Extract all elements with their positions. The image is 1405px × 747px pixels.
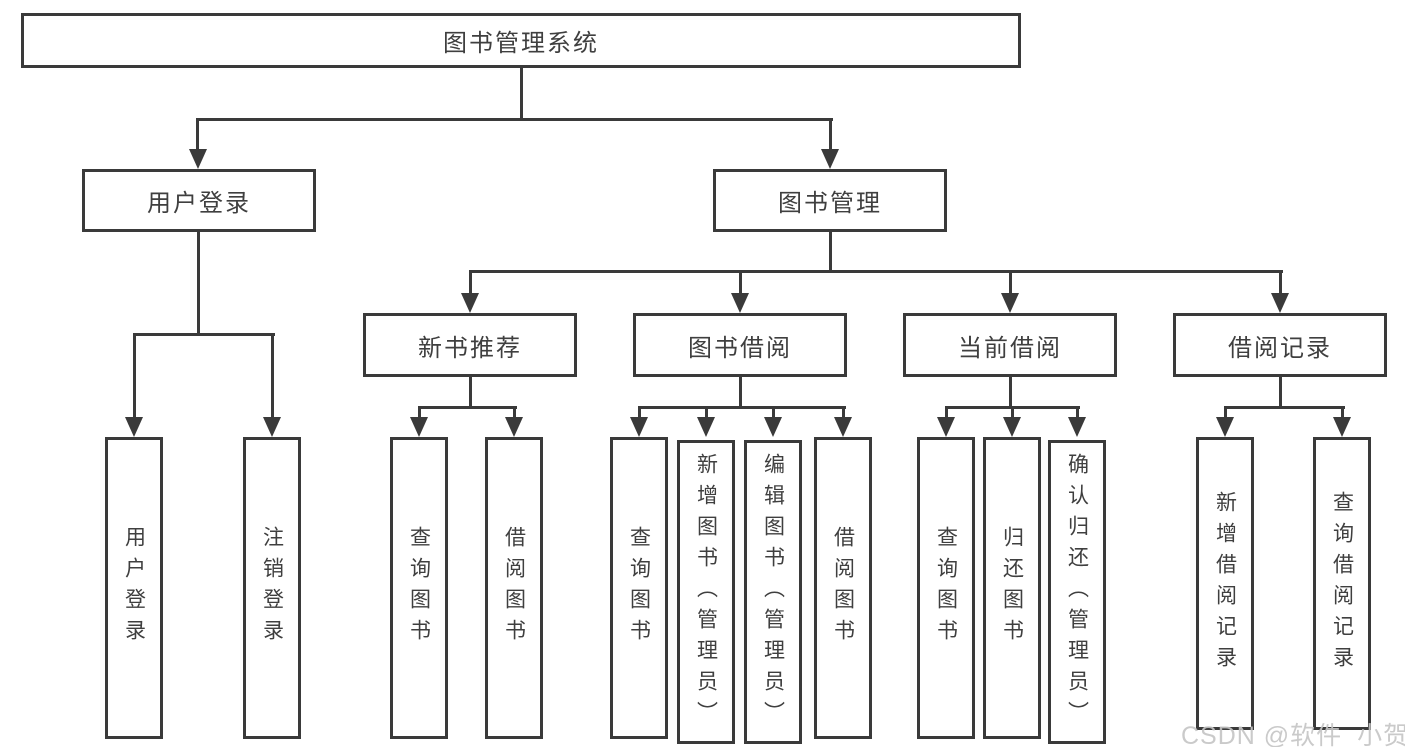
connector-stub-user-login	[196, 118, 199, 151]
leaf-search-books-recommend: 查询图书	[390, 437, 448, 739]
leaf-label: 查询图书	[934, 526, 958, 650]
node-book-management-branch: 图书管理	[713, 169, 947, 232]
arrowhead-icon	[834, 417, 852, 437]
leaf-borrow-books: 借阅图书	[814, 437, 872, 739]
leaf-label: 查询图书	[627, 526, 651, 650]
connector-book-management-branch	[469, 270, 1283, 273]
connector-stub	[1011, 406, 1014, 420]
arrowhead-icon	[189, 149, 207, 169]
arrowhead-icon	[764, 417, 782, 437]
node-library-management-system: 图书管理系统	[21, 13, 1021, 68]
node-new-book-recommendation: 新书推荐	[363, 313, 577, 377]
connector-root-branch	[196, 118, 833, 121]
connector-user-login-drop	[197, 232, 200, 335]
watermark: CSDN @软件_小贺同学	[1181, 722, 1405, 747]
connector-stub	[271, 333, 274, 419]
connector-stub-book-management	[829, 118, 832, 151]
arrowhead-icon	[1068, 417, 1086, 437]
connector-stub	[739, 271, 742, 295]
connector-drop	[1009, 377, 1012, 407]
arrowhead-icon	[263, 417, 281, 437]
leaf-label: 注销登录	[260, 526, 284, 650]
arrowhead-icon	[821, 149, 839, 169]
leaf-search-borrow-record: 查询借阅记录	[1313, 437, 1371, 730]
leaf-borrow-books-recommend: 借阅图书	[485, 437, 543, 739]
connector-book-management-drop	[829, 232, 832, 272]
connector-drop	[1279, 377, 1282, 407]
connector-drop	[739, 377, 742, 407]
arrowhead-icon	[697, 417, 715, 437]
leaf-user-login: 用户登录	[105, 437, 163, 739]
leaf-label: 查询图书	[407, 526, 431, 650]
connector-user-login-branch	[133, 333, 275, 336]
connector-stub	[1009, 271, 1012, 295]
leaf-search-books-borrowing: 查询图书	[610, 437, 668, 739]
connector-drop	[469, 377, 472, 407]
connector-branch	[418, 406, 517, 409]
connector-branch	[1224, 406, 1345, 409]
leaf-search-books-current: 查询图书	[917, 437, 975, 739]
connector-stub	[469, 271, 472, 295]
arrowhead-icon	[1003, 417, 1021, 437]
node-borrowing-records: 借阅记录	[1173, 313, 1387, 377]
node-user-login-branch: 用户登录	[82, 169, 316, 232]
connector-stub	[1279, 271, 1282, 295]
leaf-label: 归还图书	[1000, 526, 1024, 650]
leaf-return-books: 归还图书	[983, 437, 1041, 739]
leaf-label: 编辑图书（管理员）	[761, 452, 785, 732]
leaf-add-book-admin: 新增图书（管理员）	[677, 440, 735, 744]
connector-root-drop	[520, 66, 523, 118]
leaf-label: 用户登录	[122, 526, 146, 650]
connector-stub	[705, 406, 708, 420]
arrowhead-icon	[630, 417, 648, 437]
leaf-label: 新增图书（管理员）	[694, 452, 718, 732]
node-book-borrowing: 图书借阅	[633, 313, 847, 377]
connector-stub	[638, 406, 641, 420]
arrowhead-icon	[125, 417, 143, 437]
arrowhead-icon	[461, 293, 479, 313]
leaf-label: 新增借阅记录	[1213, 490, 1237, 677]
leaf-confirm-return-admin: 确认归还（管理员）	[1048, 440, 1106, 744]
connector-stub	[513, 406, 516, 420]
leaf-logout: 注销登录	[243, 437, 301, 739]
connector-stub	[133, 333, 136, 419]
connector-stub	[1076, 406, 1079, 420]
arrowhead-icon	[1271, 293, 1289, 313]
connector-stub	[945, 406, 948, 420]
connector-stub	[842, 406, 845, 420]
arrowhead-icon	[937, 417, 955, 437]
connector-stub	[1224, 406, 1227, 420]
arrowhead-icon	[1216, 417, 1234, 437]
leaf-label: 确认归还（管理员）	[1065, 452, 1089, 732]
arrowhead-icon	[1001, 293, 1019, 313]
arrowhead-icon	[731, 293, 749, 313]
arrowhead-icon	[1333, 417, 1351, 437]
arrowhead-icon	[410, 417, 428, 437]
leaf-label: 查询借阅记录	[1330, 490, 1354, 677]
leaf-label: 借阅图书	[831, 526, 855, 650]
connector-stub	[1341, 406, 1344, 420]
node-current-borrowing: 当前借阅	[903, 313, 1117, 377]
connector-stub	[772, 406, 775, 420]
leaf-edit-book-admin: 编辑图书（管理员）	[744, 440, 802, 744]
leaf-add-borrow-record: 新增借阅记录	[1196, 437, 1254, 730]
connector-branch	[638, 406, 846, 409]
leaf-label: 借阅图书	[502, 526, 526, 650]
arrowhead-icon	[505, 417, 523, 437]
connector-stub	[418, 406, 421, 420]
